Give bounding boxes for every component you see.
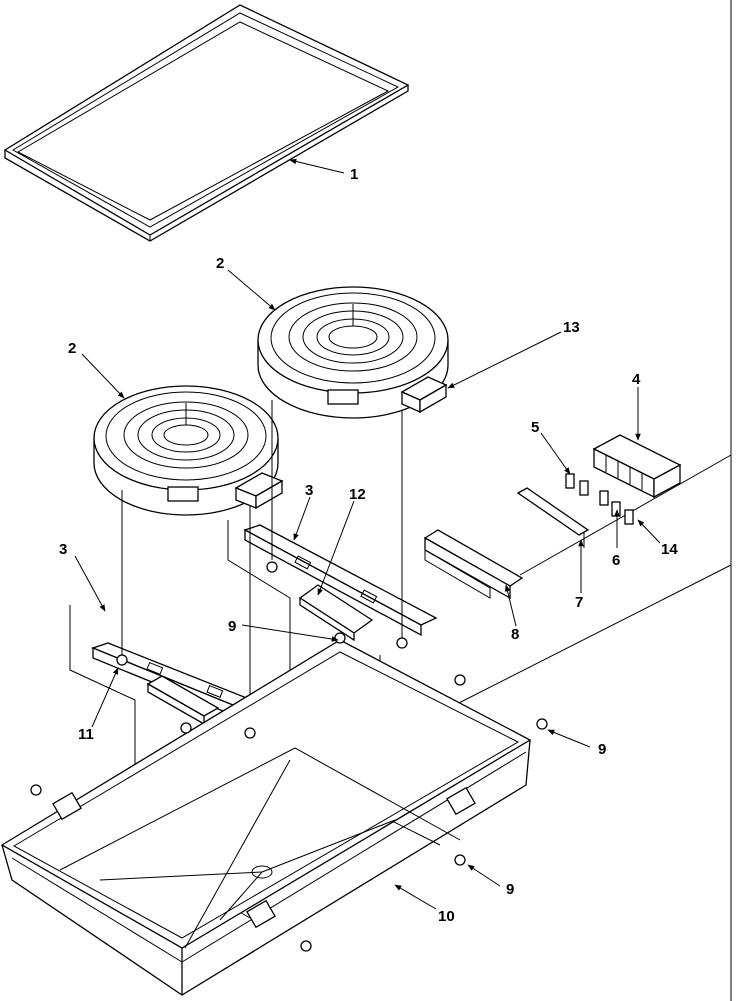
callout-11: 11 (78, 726, 94, 743)
radiant-element-front (93, 385, 284, 516)
center-bracket (298, 584, 374, 642)
callout-2-rear: 2 (216, 255, 224, 272)
callout-9-right: 9 (598, 741, 606, 758)
callout-3-front: 3 (59, 541, 67, 558)
cooktop-box (0, 639, 532, 996)
leader-lines (74, 158, 661, 910)
channel-bracket (423, 529, 524, 600)
terminal-clips (565, 473, 634, 525)
callout-4: 4 (632, 371, 641, 388)
callout-6: 6 (612, 552, 620, 569)
callout-8: 8 (511, 626, 519, 643)
callout-10: 10 (438, 908, 455, 925)
callout-9-center: 9 (228, 618, 236, 635)
callout-12: 12 (349, 486, 366, 503)
callout-2-front: 2 (68, 340, 76, 357)
callout-1: 1 (350, 166, 358, 183)
callout-3-rear: 3 (305, 482, 313, 499)
support-bracket-rear (243, 524, 438, 637)
callout-13: 13 (563, 319, 580, 336)
callout-9-lower: 9 (506, 881, 514, 898)
callout-14: 14 (661, 541, 678, 558)
glass-cooktop (3, 4, 410, 242)
callout-5: 5 (531, 419, 539, 436)
callout-7: 7 (575, 594, 583, 611)
screws (30, 561, 548, 952)
heat-shield (516, 487, 590, 548)
radiant-element-rear (257, 286, 449, 419)
terminal-block (592, 434, 682, 499)
